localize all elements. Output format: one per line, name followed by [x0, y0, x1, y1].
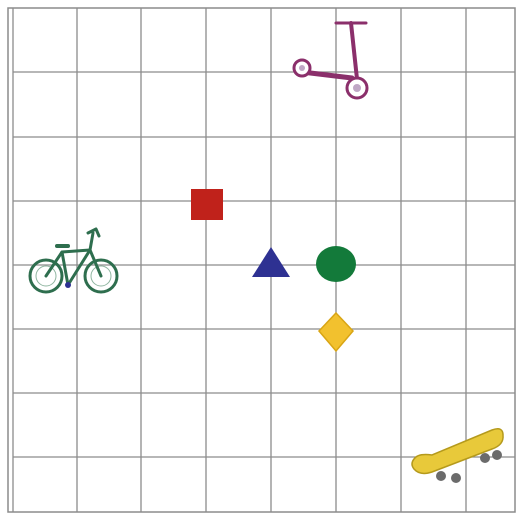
red-square [191, 189, 223, 220]
green-circle [316, 246, 356, 282]
